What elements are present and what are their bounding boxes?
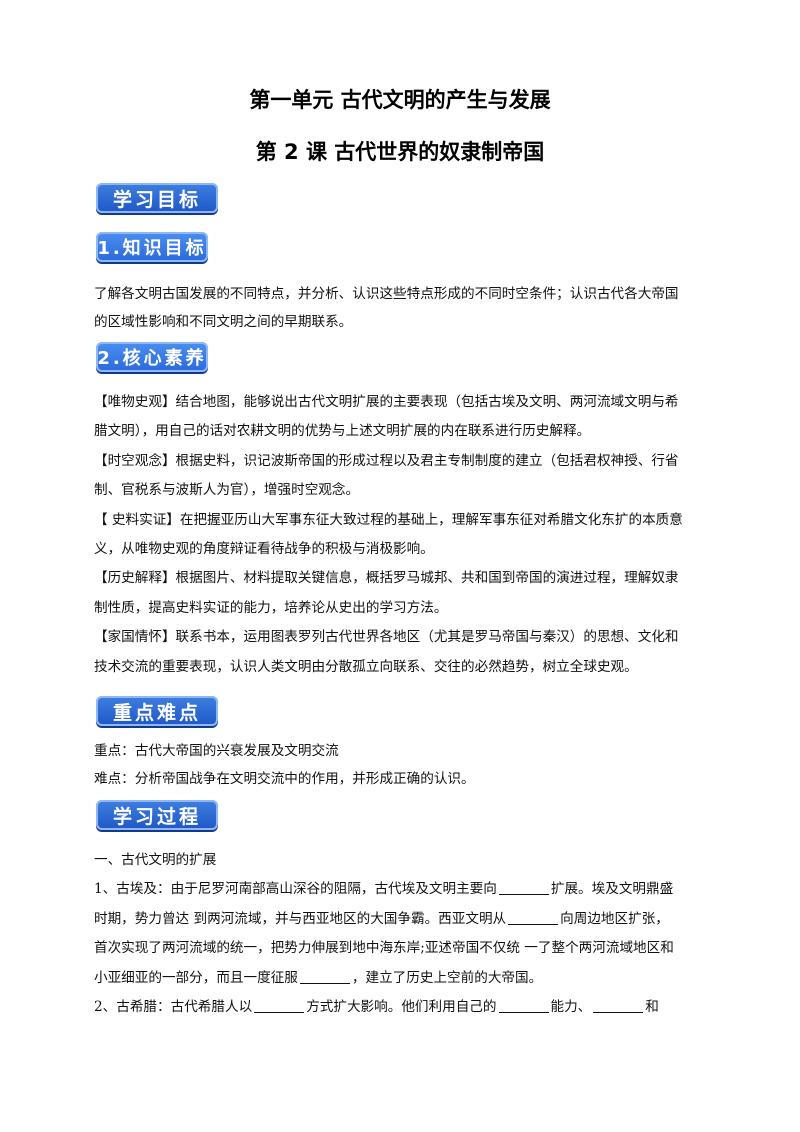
text-line: 制性质，提高史料实证的能力，培养论从史出的学习方法。 — [94, 599, 448, 616]
text-line: 制、官税系与波斯人为官），增强时空观念。 — [94, 482, 360, 499]
key-difficult-badge: 重点难点 — [96, 696, 218, 726]
knowledge-goals-badge: 1.知识目标 — [96, 232, 208, 262]
text-fragment: ，建立了历史上空前的大帝国。 — [351, 969, 543, 986]
text-line: 义，从唯物史观的角度辩证看待战争的积极与消极影响。 — [94, 541, 434, 558]
difficult-point: 难点：分析帝国战争在文明交流中的作用，并形成正确的认识。 — [94, 771, 475, 787]
fill-blank[interactable] — [498, 998, 549, 1014]
text-fragment: 方式扩大影响。他们利用自己的 — [306, 999, 497, 1016]
text-fragment: 扩展。埃及文明鼎盛 — [550, 881, 674, 898]
learning-goals-badge: 学习目标 — [96, 183, 218, 213]
text-line: 的区域性影响和不同文明之间的早期联系。 — [94, 314, 353, 330]
text-line: 首次实现了两河流域的统一，把势力伸展到地中海东岸;亚述帝国不仅统 一了整个两河流… — [94, 940, 674, 957]
core-literacy-badge: 2.核心素养 — [96, 342, 208, 372]
fill-blank[interactable] — [593, 998, 644, 1014]
text-fragment: 能力、 — [550, 999, 592, 1016]
process-paragraphs: 一、古代文明的扩展 1、古埃及：由于尼罗河南部高山深谷的阻隔，古代埃及文明主要向… — [94, 846, 708, 1022]
text-line: 【历史解释】根据图片、材料提取关键信息，概括罗马城邦、共和国到帝国的演进过程，理… — [94, 570, 679, 587]
text-line: 2、古希腊：古代希腊人以 方式扩大影响。他们利用自己的 能力、 和 — [94, 993, 708, 1022]
text-fragment: 2、古希腊：古代希腊人以 — [94, 999, 253, 1016]
text-line: 1、古埃及：由于尼罗河南部高山深谷的阻隔，古代埃及文明主要向 扩展。埃及文明鼎盛 — [94, 875, 708, 904]
text-line: 小亚细亚的一部分，而且一度征服 ，建立了历史上空前的大帝国。 — [94, 964, 708, 993]
text-fragment: 小亚细亚的一部分，而且一度征服 — [94, 969, 298, 986]
text-line: 【唯物史观】结合地图，能够说出古代文明扩展的主要表现（包括古埃及文明、两河流域文… — [94, 394, 679, 410]
fill-blank[interactable] — [299, 969, 350, 984]
text-line: 了解各文明古国发展的不同特点，并分析、认识这些特点形成的不同时空条件；认识古代各… — [94, 286, 679, 302]
text-fragment: 向周边地区扩张， — [560, 910, 669, 927]
lesson-title: 第 2 课 古代世界的奴隶制帝国 — [255, 140, 545, 164]
text-fragment: 1、古埃及：由于尼罗河南部高山深谷的阻隔，古代埃及文明主要向 — [94, 881, 497, 898]
knowledge-paragraph: 了解各文明古国发展的不同特点，并分析、认识这些特点形成的不同时空条件；认识古代各… — [94, 280, 708, 336]
key-points: 重点：古代大帝国的兴衰发展及文明交流 难点：分析帝国战争在文明交流中的作用，并形… — [94, 737, 708, 793]
fill-blank[interactable] — [498, 880, 549, 896]
section-heading: 一、古代文明的扩展 — [94, 852, 217, 868]
fill-blank[interactable] — [508, 910, 559, 925]
key-point: 重点：古代大帝国的兴衰发展及文明交流 — [94, 743, 339, 759]
text-line: 【家国情怀】联系书本，运用图表罗列古代世界各地区（尤其是罗马帝国与秦汉）的思想、… — [94, 629, 679, 646]
learning-process-badge: 学习过程 — [96, 800, 218, 830]
fill-blank[interactable] — [254, 998, 305, 1014]
text-line: 【 史料实证】在把握亚历山大军事东征大致过程的基础上，理解军事东征对希腊文化东扩… — [94, 511, 683, 528]
unit-title: 第一单元 古代文明的产生与发展 — [249, 88, 551, 112]
text-fragment: 和 — [645, 999, 659, 1016]
literacy-paragraphs: 【唯物史观】结合地图，能够说出古代文明扩展的主要表现（包括古埃及文明、两河流域文… — [94, 388, 708, 682]
text-line: 技术交流的重要表现，认识人类文明由分散孤立向联系、交往的必然趋势，树立全球史观。 — [94, 658, 638, 675]
text-line: 【时空观念】根据史料，识记波斯帝国的形成过程以及君主专制制度的建立（包括君权神授… — [94, 452, 679, 469]
text-line: 时期，势力曾达 到两河流域，并与西亚地区的大国争霸。西亚文明从 向周边地区扩张， — [94, 905, 708, 934]
text-fragment: 时期，势力曾达 到两河流域，并与西亚地区的大国争霸。西亚文明从 — [94, 910, 507, 927]
text-line: 腊文明），用自己的话对农耕文明的优势与上述文明扩展的内在联系进行历史解释。 — [94, 423, 591, 440]
